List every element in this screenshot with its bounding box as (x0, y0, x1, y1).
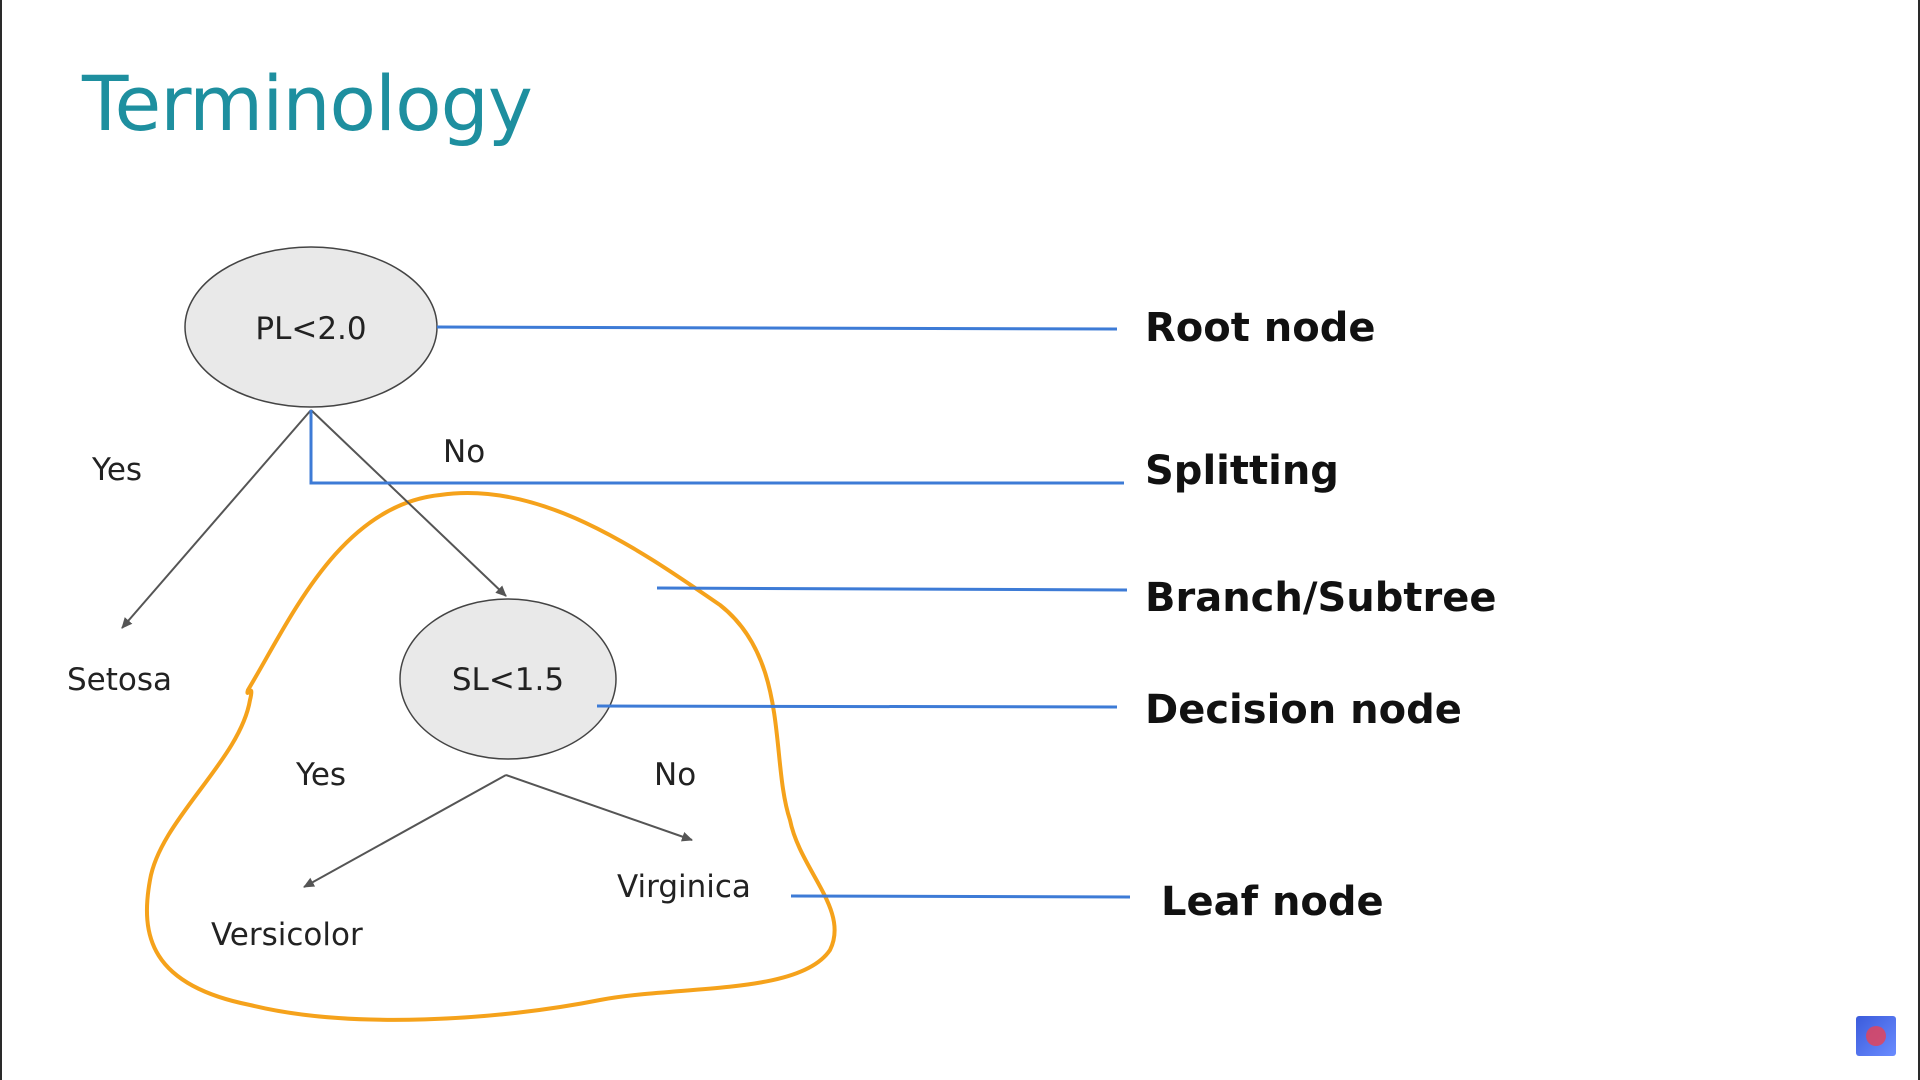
slide-title: Terminology (82, 59, 533, 148)
term-leaf-node: Leaf node (1161, 879, 1384, 925)
root-yes-arrow (121, 409, 312, 629)
decision-no-label: No (654, 757, 696, 793)
connector-splitting (309, 410, 1124, 485)
connector-branch-subtree (656, 586, 1128, 592)
decision-node-ellipse (399, 598, 617, 760)
leaf-virginica: Virginica (617, 869, 751, 905)
decision-yes-arrow (303, 774, 507, 888)
term-splitting: Splitting (1145, 448, 1339, 494)
root-node-label: PL<2.0 (255, 311, 366, 347)
connector-leaf-node (790, 894, 1131, 899)
root-no-label: No (443, 434, 485, 470)
decision-node-label: SL<1.5 (452, 662, 564, 698)
root-no-arrow (310, 409, 507, 597)
term-decision-node: Decision node (1145, 687, 1462, 733)
logo-mark-icon (1866, 1026, 1886, 1046)
term-root-node: Root node (1145, 305, 1376, 351)
connector-root-node (436, 325, 1118, 331)
term-branch-subtree: Branch/Subtree (1145, 575, 1497, 621)
leaf-versicolor: Versicolor (211, 917, 363, 953)
decision-yes-label: Yes (295, 757, 346, 793)
corner-logo-icon (1856, 1016, 1896, 1056)
decision-no-arrow (505, 774, 693, 842)
leaf-setosa: Setosa (67, 662, 172, 698)
right-border (1918, 0, 1920, 1080)
subtree-outline (144, 491, 837, 1022)
connector-decision-node (596, 704, 1118, 709)
root-yes-label: Yes (91, 452, 142, 488)
left-border (0, 0, 2, 1080)
